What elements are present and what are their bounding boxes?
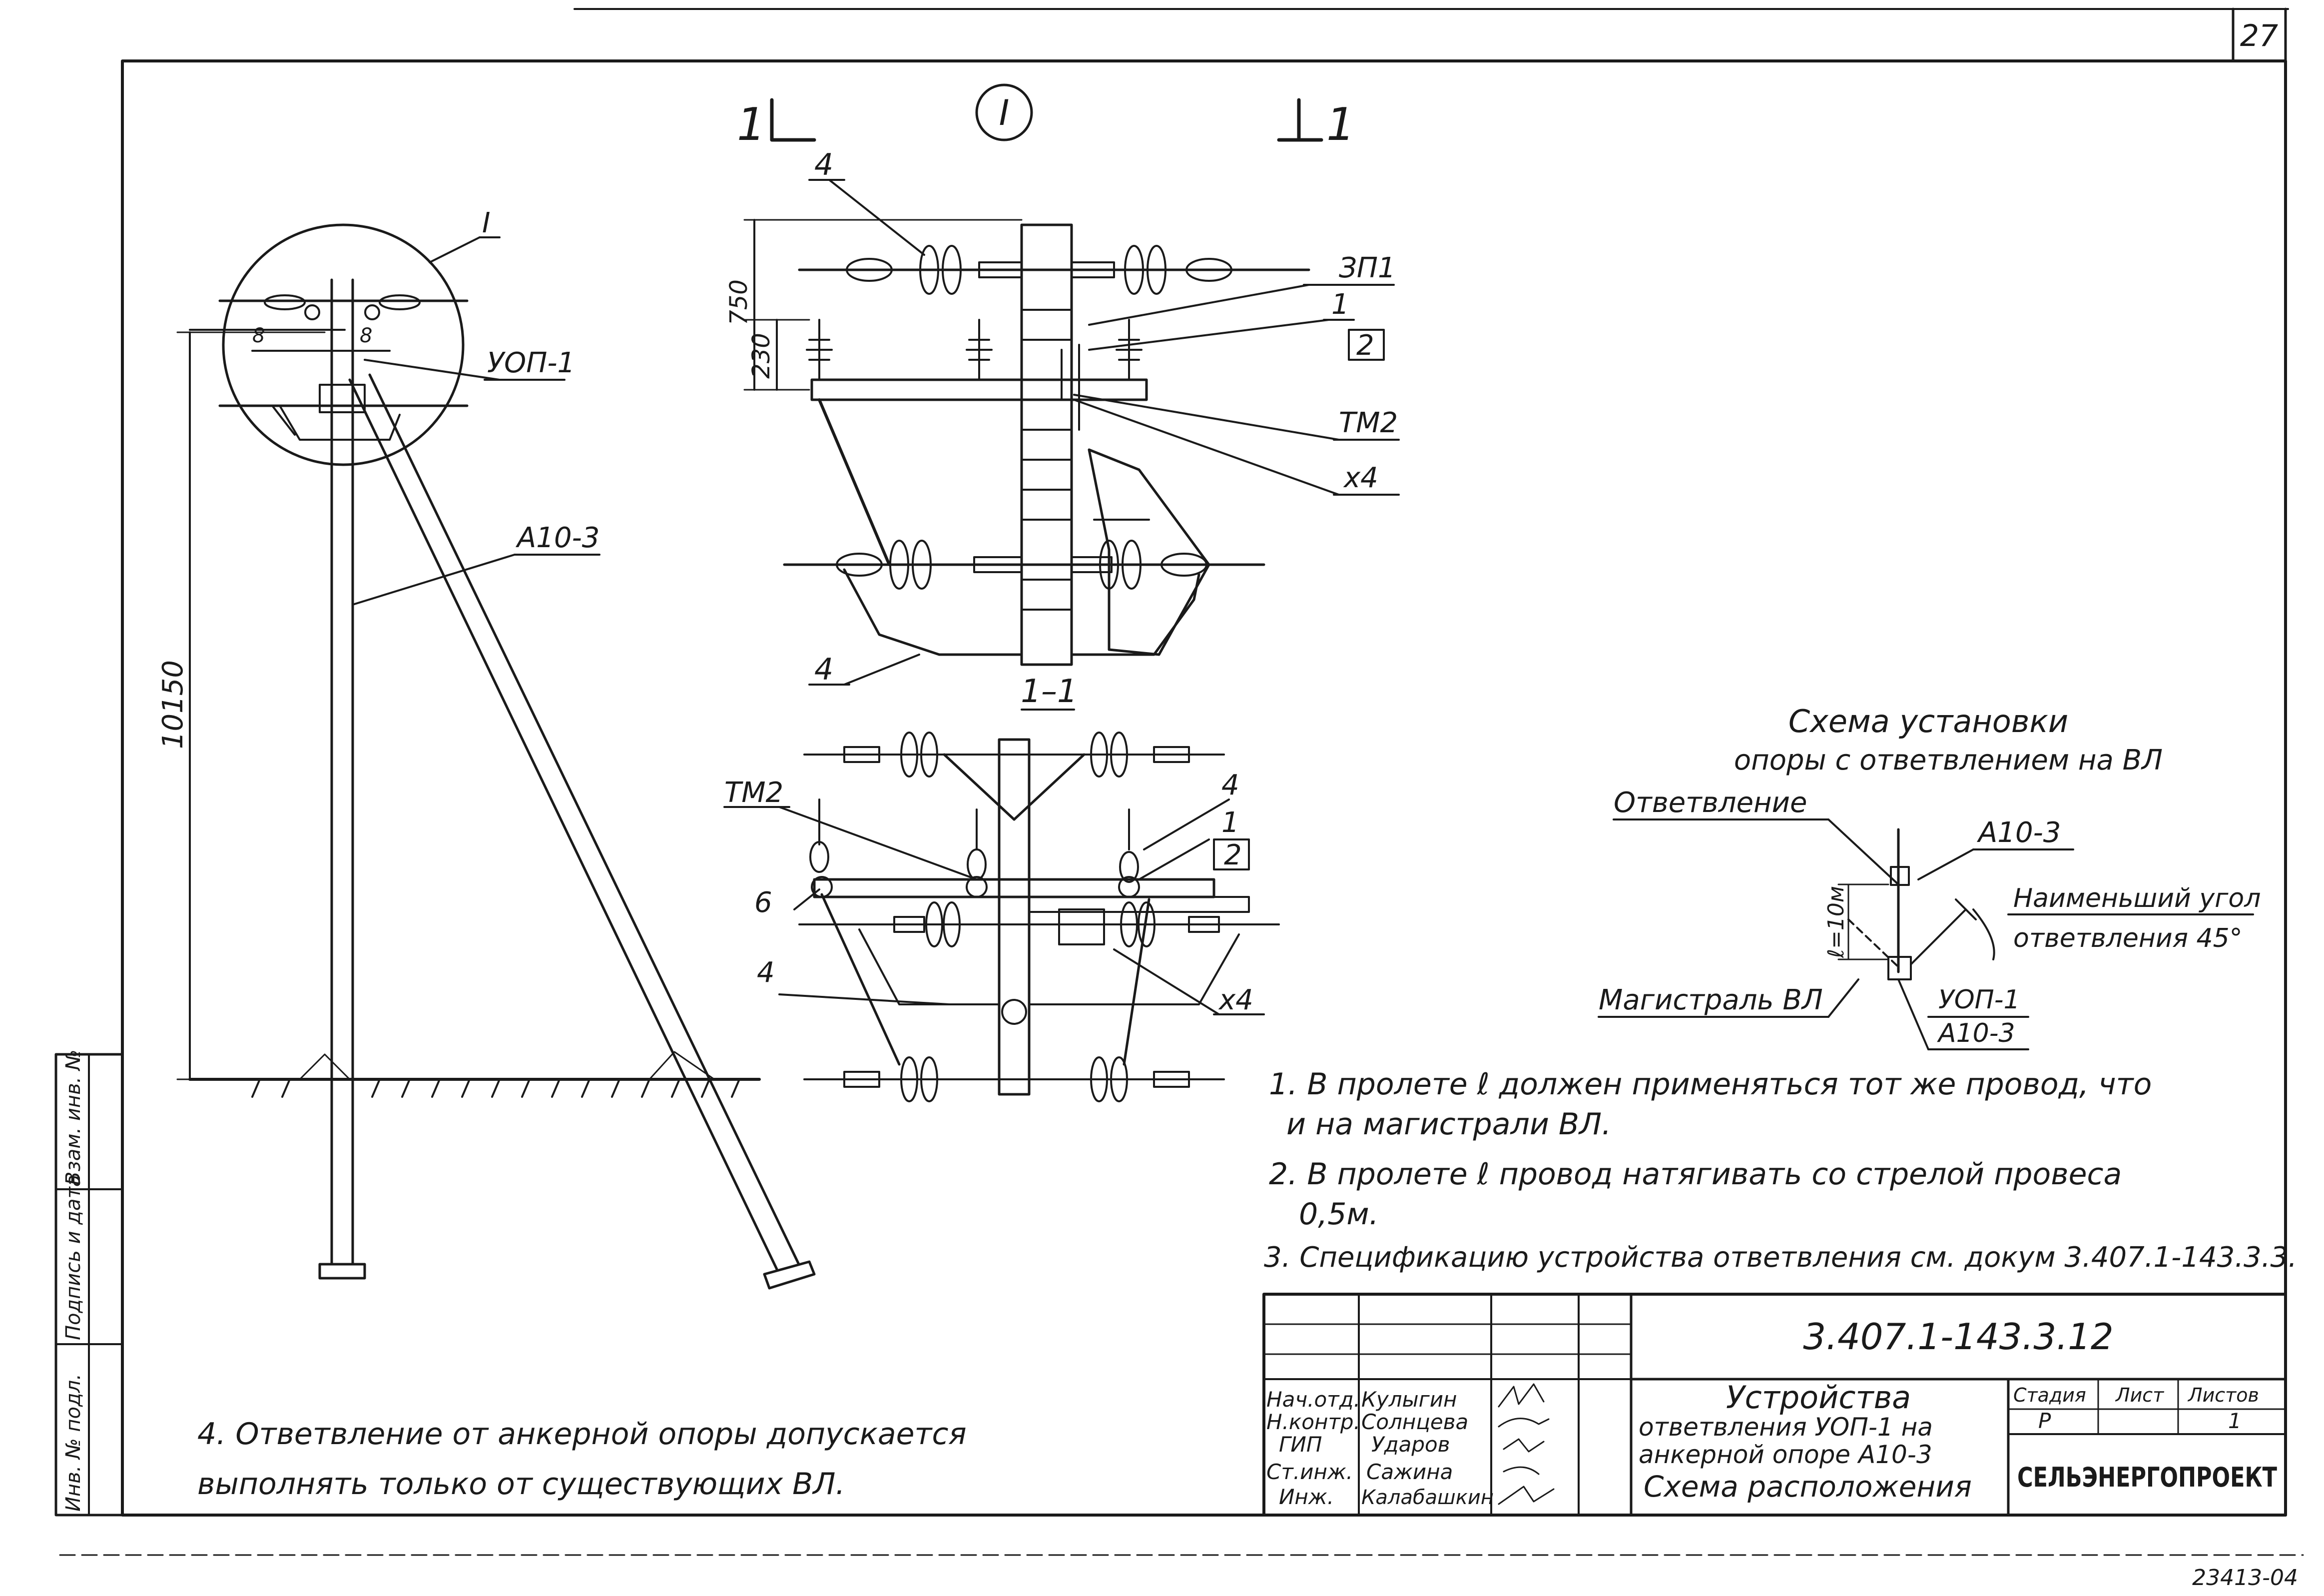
label-4-top: 4 — [814, 147, 833, 182]
role-3: Ст.инж. — [1266, 1460, 1353, 1484]
name-1: Солнцева — [1361, 1410, 1468, 1434]
scheme-title-2: опоры с ответвлением на ВЛ — [1734, 744, 2163, 777]
note-1-line-2: и на магистрали ВЛ. — [1286, 1107, 1611, 1142]
label-x4: x4 — [1343, 462, 1378, 494]
role-1: Н.контр. — [1266, 1410, 1360, 1434]
install-scheme: Схема установки опоры с ответвлением на … — [1598, 703, 2261, 1050]
note-2-line-1: 2. В пролете ℓ провод натягивать со стре… — [1269, 1157, 2122, 1192]
scheme-angle-2: ответвления 45° — [2013, 923, 2243, 953]
scheme-mainline-pole-2: А10-3 — [1937, 1018, 2015, 1048]
plan-label-4-top: 4 — [1221, 769, 1239, 801]
drawing-title-3: анкерной опоре А10-3 — [1639, 1440, 1932, 1469]
section-caption: 1–1 — [1021, 673, 1077, 710]
pole-label: А10-3 — [516, 522, 599, 554]
drawing-title-2: ответвления УОП-1 на — [1639, 1413, 1933, 1442]
side-stamp-replace: Взам. инв. № — [62, 1049, 85, 1185]
name-2: Ударов — [1371, 1432, 1450, 1457]
detail-callout-label: I — [482, 207, 491, 239]
name-0: Кулыгин — [1361, 1387, 1457, 1412]
dim-230: 230 — [747, 333, 775, 379]
name-4: Калабашкин — [1361, 1486, 1494, 1509]
notes: 1. В пролете ℓ должен применяться тот же… — [197, 1067, 2297, 1502]
col-sheet: Лист — [2115, 1384, 2165, 1406]
sheets-value: 1 — [2228, 1409, 2242, 1433]
scheme-angle-1: Наименьший угол — [2013, 883, 2261, 913]
note-4-line-1: 4. Ответвление от анкерной опоры допуска… — [197, 1417, 967, 1452]
label-tm2: ТМ2 — [1339, 407, 1398, 439]
detail-mark: I — [999, 92, 1010, 133]
plan-label-1: 1 — [1221, 806, 1239, 839]
height-dimension: 10150 — [157, 660, 189, 749]
attachment-label: УОП-1 — [487, 347, 575, 379]
note-1-line-1: 1. В пролете ℓ должен применяться тот же… — [1269, 1067, 2152, 1102]
scheme-title-1: Схема установки — [1788, 703, 2068, 740]
scheme-mainline-label: Магистраль ВЛ — [1599, 984, 1823, 1016]
side-stamp: Инв. № подл. Подпись и дата Взам. инв. № — [54, 1049, 124, 1517]
label-1: 1 — [1331, 288, 1349, 321]
title-block: 3.407.1-143.3.12 Нач.отд. Н.контр. ГИП С… — [1262, 1293, 2287, 1517]
cut-mark-left: 1 — [737, 98, 765, 151]
plan-view: ТМ2 4 1 2 6 4 x4 — [723, 732, 1280, 1102]
name-3: Сажина — [1366, 1460, 1453, 1484]
detail-circle-i — [222, 223, 465, 466]
stage-value: Р — [2038, 1409, 2051, 1433]
role-0: Нач.отд. — [1266, 1387, 1360, 1412]
scheme-mainline-pole-1: УОП-1 — [1938, 985, 2020, 1015]
plan-label-x4: x4 — [1218, 984, 1253, 1016]
page-number: 27 — [2240, 18, 2278, 53]
main-view-pole: 8 8 I УОП-1 А10-3 10150 — [157, 207, 816, 1290]
note-4-line-2: выполнять только от существующих ВЛ. — [197, 1467, 845, 1502]
plan-label-2: 2 — [1224, 839, 1242, 871]
label-2: 2 — [1356, 329, 1374, 362]
col-sheets: Листов — [2187, 1384, 2259, 1406]
signatures — [1498, 1383, 1555, 1505]
plan-label-tm2: ТМ2 — [724, 777, 783, 809]
dim-750: 750 — [725, 279, 753, 325]
detail-mark-circle — [975, 83, 1033, 141]
svg-text:8: 8 — [252, 324, 265, 347]
scheme-span-label: ℓ=10м — [1823, 886, 1849, 958]
col-stage: Стадия — [2013, 1384, 2086, 1406]
note-2-line-2: 0,5м. — [1299, 1197, 1379, 1232]
role-4: Инж. — [1279, 1485, 1334, 1509]
plan-label-4-bottom: 4 — [757, 956, 775, 989]
org-name: СЕЛЬЭНЕРГОПРОЕКТ — [2017, 1462, 2277, 1493]
drawing-title-4: Схема расположения — [1644, 1470, 1972, 1504]
section-1-1: 1 1 I — [725, 83, 1400, 711]
scheme-branch-pole: А10-3 — [1977, 816, 2061, 849]
archive-number: 23413-04 — [2192, 1565, 2298, 1591]
svg-text:8: 8 — [360, 324, 372, 347]
side-stamp-sign: Подпись и дата — [62, 1175, 85, 1340]
label-zp1: ЗП1 — [1339, 252, 1396, 284]
scheme-branch-label: Ответвление — [1614, 787, 1807, 819]
doc-code: 3.407.1-143.3.12 — [1803, 1316, 2113, 1358]
plan-label-6: 6 — [754, 886, 772, 919]
role-2: ГИП — [1279, 1432, 1322, 1457]
label-4-bottom: 4 — [814, 652, 833, 687]
drawing-title-1: Устройства — [1726, 1379, 1911, 1416]
side-stamp-inv: Инв. № подл. — [62, 1374, 85, 1512]
cut-mark-right: 1 — [1326, 98, 1355, 151]
sheet-frame: 27 23413-04 — [59, 7, 2304, 1591]
note-3: 3. Спецификацию устройства ответвления с… — [1264, 1241, 2297, 1274]
